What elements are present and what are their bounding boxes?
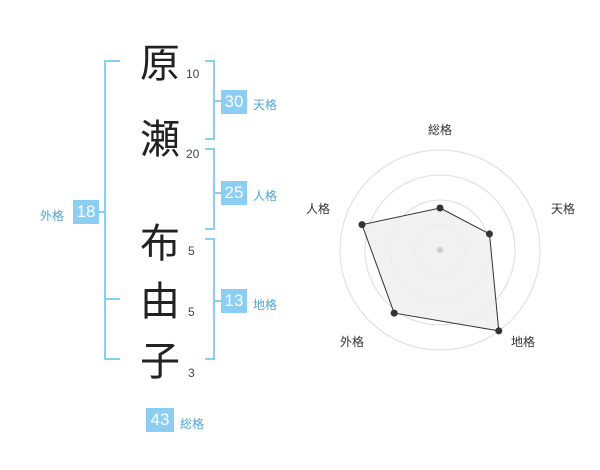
stroke-count-2: 20 bbox=[186, 147, 200, 161]
name-char-1: 原 bbox=[140, 41, 180, 87]
radar-ring bbox=[389, 199, 491, 301]
radar-point-1 bbox=[485, 230, 493, 238]
radar-ring bbox=[364, 174, 516, 326]
radar-rings bbox=[339, 149, 541, 351]
radar-ring bbox=[339, 149, 541, 351]
chikaku-label: 地格 bbox=[253, 298, 278, 312]
axis-label-tenkaku: 天格 bbox=[551, 201, 575, 216]
radar-point-4 bbox=[358, 221, 366, 229]
chikaku-value: 13 bbox=[221, 289, 247, 313]
radar-point-0 bbox=[436, 204, 444, 212]
radar-polygon bbox=[361, 207, 500, 332]
name-char-4: 由 bbox=[140, 279, 180, 325]
name-char-2: 瀬 bbox=[140, 117, 180, 163]
stroke-count-4: 5 bbox=[188, 305, 195, 319]
tenkaku-label: 天格 bbox=[253, 98, 278, 112]
gaikaku-value: 18 bbox=[73, 200, 99, 224]
name-char-5: 子 bbox=[140, 339, 180, 385]
axis-label-gaikaku: 外格 bbox=[340, 334, 364, 349]
radar-center-dot bbox=[437, 247, 443, 253]
soukaku-label: 総格 bbox=[180, 417, 205, 431]
jinkaku-value: 25 bbox=[221, 181, 247, 205]
axis-label-soukaku: 総格 bbox=[428, 122, 452, 137]
stroke-count-3: 5 bbox=[188, 244, 195, 258]
gaikaku-label: 外格 bbox=[40, 209, 65, 223]
radar-points bbox=[358, 204, 503, 335]
tenkaku-value: 30 bbox=[221, 90, 247, 114]
soukaku-value: 43 bbox=[146, 408, 174, 432]
jinkaku-label: 人格 bbox=[253, 189, 278, 203]
radar-point-3 bbox=[390, 309, 398, 317]
name-char-3: 布 bbox=[140, 221, 180, 267]
radar-point-2 bbox=[495, 327, 503, 335]
axis-label-jinkaku: 人格 bbox=[306, 201, 330, 216]
axis-label-chikaku: 地格 bbox=[511, 334, 535, 349]
radar-ring bbox=[414, 224, 466, 276]
stroke-count-1: 10 bbox=[186, 67, 200, 81]
stroke-count-5: 3 bbox=[188, 366, 195, 380]
